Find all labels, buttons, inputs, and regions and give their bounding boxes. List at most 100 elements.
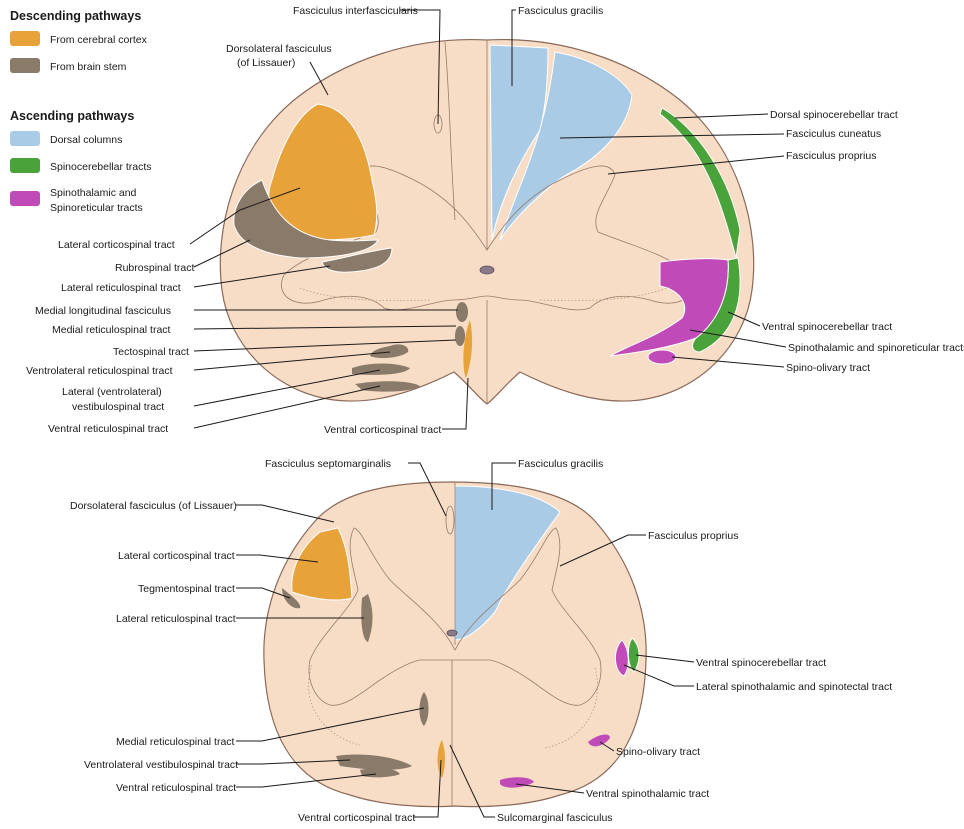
bottom-central-canal (446, 629, 458, 637)
bottom-ventral-spinocerebellar-region (627, 637, 640, 673)
leader-top-ventral-corticospinal (442, 377, 469, 430)
label-top-spino-olivary: Spino-olivary tract (786, 362, 870, 374)
legend-ascending-heading: Ascending pathways (10, 109, 134, 123)
bottom-ventral-corticospinal-region (437, 740, 445, 778)
label-bottom-ventral-corticospinal: Ventral corticospinal tract (298, 812, 415, 824)
legend-label-spinothalamic-line1: Spinothalamic and (50, 187, 137, 199)
label-bottom-fasciculus-gracilis: Fasciculus gracilis (518, 458, 603, 470)
leader-bottom-lateral-corticospinal (236, 554, 319, 563)
label-top-tectospinal: Tectospinal tract (113, 346, 189, 358)
legend-swatch-brain-stem (10, 58, 40, 73)
legend-label-cerebral-cortex: From cerebral cortex (50, 34, 148, 46)
leader-bottom-spino-olivary (599, 741, 615, 752)
label-top-dorsolateral-line1: Dorsolateral fasciculus (226, 43, 332, 55)
legend-swatch-spinocerebellar (10, 158, 40, 173)
leader-bottom-fasciculus-gracilis (491, 462, 516, 510)
label-bottom-sulcomarginal: Sulcomarginal fasciculus (497, 812, 613, 824)
legend-swatch-dorsal-columns (10, 131, 40, 146)
leader-bottom-ventral-corticospinal (414, 759, 442, 818)
leader-top-lateral-reticulospinal (193, 265, 331, 288)
label-bottom-ventral-reticulospinal: Ventral reticulospinal tract (116, 782, 236, 794)
leader-top-fasciculus-interfascicularis (400, 9, 441, 125)
leader-bottom-fasciculus-septomarginalis (408, 462, 447, 517)
label-top-lateral-corticospinal: Lateral corticospinal tract (58, 239, 175, 251)
label-bottom-tegmentospinal: Tegmentospinal tract (138, 583, 235, 595)
legend-label-spinothalamic-line2: Spinoreticular tracts (50, 202, 143, 214)
leader-top-tectospinal (193, 339, 457, 352)
label-bottom-spino-olivary: Spino-olivary tract (616, 746, 700, 758)
label-top-fasciculus-cuneatus: Fasciculus cuneatus (786, 128, 881, 140)
leader-bottom-ventral-spinocerebellar (635, 654, 695, 663)
label-top-dorsal-spinocerebellar: Dorsal spinocerebellar tract (770, 109, 898, 121)
top-cord-section (219, 38, 755, 405)
bottom-fasciculus-gracilis-region (454, 485, 561, 641)
bottom-lateral-spinothalamic-region (615, 639, 629, 677)
bottom-medial-reticulospinal-region (419, 692, 429, 726)
bottom-lateral-corticospinal-region (291, 527, 353, 601)
label-top-ventrolateral-reticulospinal: Ventrolateral reticulospinal tract (26, 365, 173, 377)
leader-top-fasciculus-cuneatus (559, 133, 785, 139)
top-ventral-reticulospinal-region (355, 381, 420, 392)
top-medial-reticulospinal-region (455, 326, 465, 346)
label-top-lateral-vestibulospinal-line1: Lateral (ventrolateral) (62, 386, 162, 398)
label-top-rubrospinal: Rubrospinal tract (115, 262, 194, 274)
top-ventrolateral-reticulospinal-region (352, 363, 410, 375)
label-top-ventral-spinocerebellar: Ventral spinocerebellar tract (762, 321, 892, 333)
bottom-fasciculus-septomarginalis-region (445, 505, 455, 535)
label-bottom-fasciculus-septomarginalis: Fasciculus septomarginalis (265, 458, 391, 470)
leader-top-lateral-vestibulospinal (193, 369, 381, 407)
label-top-medial-reticulospinal: Medial reticulospinal tract (52, 324, 171, 336)
label-bottom-lateral-spinothalamic: Lateral spinothalamic and spinotectal tr… (696, 681, 892, 693)
leader-top-spinothalamic (689, 329, 787, 348)
label-top-ventral-reticulospinal: Ventral reticulospinal tract (48, 423, 168, 435)
bottom-spino-olivary-region (588, 734, 610, 747)
label-bottom-fasciculus-proprius: Fasciculus proprius (648, 530, 738, 542)
label-bottom-lateral-corticospinal: Lateral corticospinal tract (118, 550, 235, 562)
top-medial-longitudinal-fasciculus-region (456, 302, 468, 322)
bottom-gray-matter (308, 527, 602, 706)
top-lateral-reticulospinal-region (321, 247, 393, 273)
label-top-lateral-vestibulospinal-line2: vestibulospinal tract (72, 401, 164, 413)
label-top-fasciculus-interfascicularis: Fasciculus interfascicularis (293, 5, 418, 17)
legend-swatch-cerebral-cortex (10, 31, 40, 46)
label-bottom-ventral-spinothalamic: Ventral spinothalamic tract (586, 788, 709, 800)
legend-label-dorsal-columns: Dorsal columns (50, 134, 122, 146)
leader-top-fasciculus-proprius (607, 155, 785, 175)
label-top-lateral-reticulospinal: Lateral reticulospinal tract (61, 282, 181, 294)
top-dorsal-spinocerebellar-region (659, 107, 741, 259)
legend-label-spinocerebellar: Spinocerebellar tracts (50, 161, 152, 173)
bottom-section-labels: Fasciculus septomarginalis Fasciculus gr… (70, 458, 892, 824)
bottom-tegmentospinal-region (282, 588, 301, 609)
top-gray-matter-dotted-border (299, 285, 673, 302)
top-tectospinal-region (370, 344, 409, 359)
leader-bottom-ventral-spinothalamic (515, 783, 585, 794)
bottom-gray-matter-dotted-border (308, 664, 598, 749)
leader-top-dorsolateral (309, 61, 329, 96)
leader-top-spino-olivary (671, 356, 785, 368)
legend-label-brain-stem: From brain stem (50, 61, 127, 73)
label-top-medial-longitudinal: Medial longitudinal fasciculus (35, 305, 171, 317)
label-bottom-medial-reticulospinal: Medial reticulospinal tract (116, 736, 235, 748)
leader-bottom-lateral-spinothalamic (623, 664, 694, 687)
leader-top-rubrospinal (193, 239, 251, 268)
top-section-labels: Fasciculus interfascicularis Fasciculus … (26, 5, 964, 436)
leader-bottom-ventrolateral-vestibulospinal (236, 759, 351, 765)
legend-descending-heading: Descending pathways (10, 9, 141, 23)
top-ventral-corticospinal-region (463, 320, 473, 378)
top-spino-olivary-region (647, 349, 677, 365)
label-top-ventral-corticospinal: Ventral corticospinal tract (324, 424, 441, 436)
leader-bottom-ventral-reticulospinal (236, 773, 377, 788)
leader-top-dorsal-spinocerebellar (674, 113, 769, 119)
label-bottom-dorsolateral: Dorsolateral fasciculus (of Lissauer) (70, 500, 237, 512)
leader-top-ventral-reticulospinal (193, 385, 381, 429)
label-top-fasciculus-proprius: Fasciculus proprius (786, 150, 876, 162)
top-fasciculus-cuneatus-region (499, 51, 633, 241)
label-top-fasciculus-gracilis: Fasciculus gracilis (518, 5, 603, 17)
leader-bottom-tegmentospinal (236, 587, 291, 599)
label-top-dorsolateral-line2: (of Lissauer) (237, 57, 295, 69)
label-bottom-ventral-spinocerebellar: Ventral spinocerebellar tract (696, 657, 826, 669)
leader-bottom-dorsolateral (236, 504, 335, 523)
leader-bottom-medial-reticulospinal (236, 707, 425, 742)
bottom-ventrolateral-vestibulospinal-region (336, 754, 412, 770)
label-bottom-lateral-reticulospinal: Lateral reticulospinal tract (116, 613, 236, 625)
